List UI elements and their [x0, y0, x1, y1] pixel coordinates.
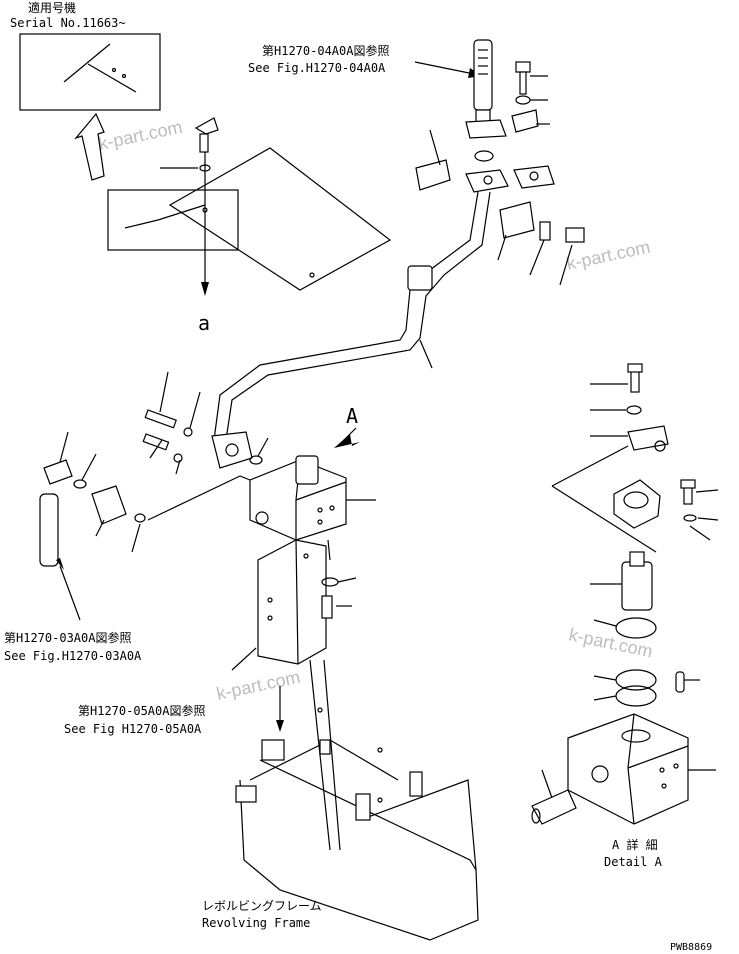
arrow-a-label: a: [198, 311, 210, 335]
watermark: k-part.com: [215, 667, 302, 704]
drawing-number: PWB8869: [670, 942, 712, 953]
reference-04: 第H1270-04A0A図参照 See Fig.H1270-04A0A: [248, 43, 482, 78]
reference-05-en: See Fig H1270-05A0A: [64, 722, 202, 736]
serial-note: 適用号機 Serial No.11663~ a: [10, 0, 392, 335]
reference-03-en: See Fig.H1270-03A0A: [4, 649, 142, 663]
upgrade-arrow: [74, 112, 105, 181]
watermarks: k-part.com k-part.com k-part.com k-part.…: [97, 117, 655, 704]
serial-number: Serial No.11663~: [10, 16, 126, 30]
frame-label-en: Revolving Frame: [202, 916, 310, 930]
view-a-marker: A: [334, 404, 360, 448]
revolving-frame: [235, 659, 479, 941]
frame-label-jp: レボルビングフレーム: [202, 899, 322, 913]
serial-inset-box: [19, 33, 161, 111]
upper-hose-assembly: [213, 39, 585, 441]
reference-03-jp: 第H1270-03A0A図参照: [4, 630, 131, 645]
detail-a: [531, 363, 719, 825]
cover-inset-box: [107, 189, 239, 251]
bracket: [231, 539, 357, 671]
view-a-label: A: [346, 404, 358, 428]
reference-05-jp: 第H1270-05A0A図参照: [78, 703, 205, 718]
reference-04-en: See Fig.H1270-04A0A: [248, 61, 386, 75]
valve-assembly: [39, 371, 376, 621]
reference-05: 第H1270-05A0A図参照 See Fig H1270-05A0A: [64, 686, 284, 736]
detail-label-jp: A 詳 細: [612, 837, 658, 852]
reference-04-jp: 第H1270-04A0A図参照: [262, 43, 389, 58]
detail-label-en: Detail A: [604, 855, 663, 869]
reference-03: 第H1270-03A0A図参照 See Fig.H1270-03A0A: [4, 630, 142, 663]
serial-title: 適用号機: [28, 0, 76, 15]
watermark: k-part.com: [97, 117, 184, 154]
watermark: k-part.com: [567, 624, 654, 661]
